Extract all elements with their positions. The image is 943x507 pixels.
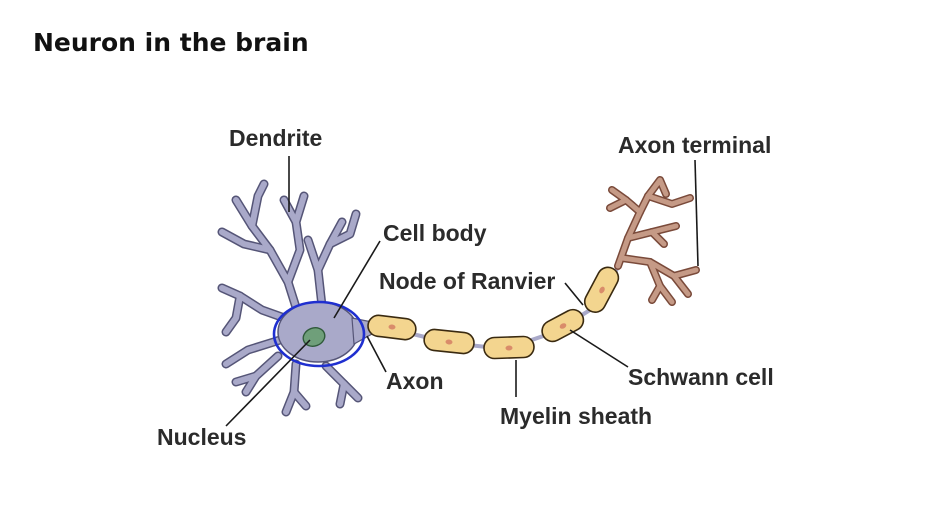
axon-leader bbox=[366, 335, 387, 373]
label-nucleus: Nucleus bbox=[157, 424, 246, 450]
leader-lines bbox=[225, 156, 699, 427]
axon-terminal-leader bbox=[694, 159, 699, 267]
label-myelin-sheath: Myelin sheath bbox=[500, 403, 652, 429]
cell-body-leader bbox=[333, 240, 381, 319]
label-axon-terminal: Axon terminal bbox=[618, 132, 771, 158]
dendrites bbox=[217, 179, 371, 417]
nucleus-leader bbox=[225, 339, 311, 427]
myelin-sheath-segments bbox=[367, 266, 620, 360]
schwann-cell-leader bbox=[569, 329, 629, 368]
diagram-labels: Dendrite Axon terminal Cell body Node of… bbox=[157, 125, 774, 450]
label-schwann-cell: Schwann cell bbox=[628, 364, 774, 390]
label-node-of-ranvier: Node of Ranvier bbox=[379, 268, 555, 294]
label-cell-body: Cell body bbox=[383, 220, 487, 246]
cell-body-highlight-circle bbox=[272, 300, 366, 368]
label-dendrite: Dendrite bbox=[229, 125, 322, 151]
label-axon: Axon bbox=[386, 368, 444, 394]
axon-terminal-branches bbox=[606, 176, 700, 306]
node-of-ranvier-leader bbox=[564, 282, 584, 306]
page-title: Neuron in the brain bbox=[33, 28, 309, 57]
